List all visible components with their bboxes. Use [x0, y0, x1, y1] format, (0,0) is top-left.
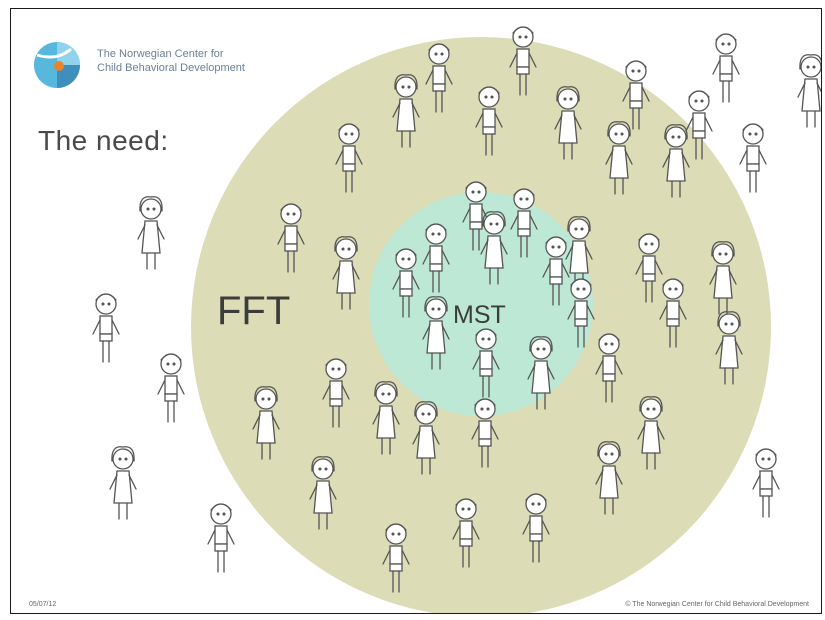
fft-label: FFT: [217, 289, 290, 333]
child-figure-icon: [797, 54, 821, 128]
child-figure-icon: [595, 441, 623, 515]
child-figure-icon: [452, 498, 480, 568]
child-figure-icon: [739, 123, 767, 193]
organization-name: The Norwegian Center for Child Behaviora…: [97, 47, 337, 75]
child-figure-icon: [157, 353, 185, 423]
child-figure-icon: [509, 26, 537, 96]
child-figure-icon: [685, 90, 713, 160]
child-figure-icon: [542, 236, 570, 306]
child-figure-icon: [309, 456, 337, 530]
target-population-diagram: FFT MST: [92, 26, 821, 613]
slide-headline: The need:: [38, 125, 169, 156]
child-figure-icon: [372, 381, 400, 455]
child-figure-icon: [605, 121, 633, 195]
organization-name-line-2: Child Behavioral Development: [97, 62, 245, 74]
child-figure-icon: [422, 296, 450, 370]
child-figure-icon: [332, 236, 360, 310]
child-figure-icon: [480, 211, 508, 285]
mst-label: MST: [453, 301, 506, 329]
child-figures: [92, 26, 821, 593]
child-figure-icon: [471, 398, 499, 468]
child-figure-icon: [382, 523, 410, 593]
child-figure-icon: [137, 196, 165, 270]
child-figure-icon: [554, 86, 582, 160]
child-figure-icon: [462, 181, 490, 251]
child-figure-icon: [527, 336, 555, 410]
slide: FFT MST The Norwegian Center for Child B…: [10, 8, 822, 614]
mst-inner-ring: [369, 192, 593, 416]
child-figure-icon: [712, 33, 740, 103]
child-figure-icon: [422, 223, 450, 293]
child-figure-icon: [392, 248, 420, 318]
child-figure-icon: [322, 358, 350, 428]
child-figure-icon: [752, 448, 780, 518]
child-figure-icon: [659, 278, 687, 348]
child-figure-icon: [637, 396, 665, 470]
child-figure-icon: [252, 386, 280, 460]
child-figure-icon: [522, 493, 550, 563]
child-figure-icon: [335, 123, 363, 193]
child-figure-icon: [412, 401, 440, 475]
child-figure-icon: [662, 124, 690, 198]
child-figure-icon: [595, 333, 623, 403]
child-figure-icon: [567, 278, 595, 348]
child-figure-icon: [709, 241, 737, 315]
child-figure-icon: [109, 446, 137, 520]
child-figure-icon: [392, 74, 420, 148]
footer-copyright: © The Norwegian Center for Child Behavio…: [625, 601, 809, 608]
center-logo-icon: [31, 39, 83, 91]
child-figure-icon: [425, 43, 453, 113]
child-figure-icon: [715, 311, 743, 385]
child-figure-icon: [622, 60, 650, 130]
organization-name-line-1: The Norwegian Center for: [97, 48, 224, 60]
child-figure-icon: [565, 216, 593, 290]
child-figure-icon: [92, 293, 120, 363]
footer-date: 05/07/12: [29, 601, 57, 608]
child-figure-icon: [635, 233, 663, 303]
child-figure-icon: [475, 86, 503, 156]
child-figure-icon: [510, 188, 538, 258]
child-figure-icon: [277, 203, 305, 273]
child-figure-icon: [472, 328, 500, 398]
child-figure-icon: [207, 503, 235, 573]
